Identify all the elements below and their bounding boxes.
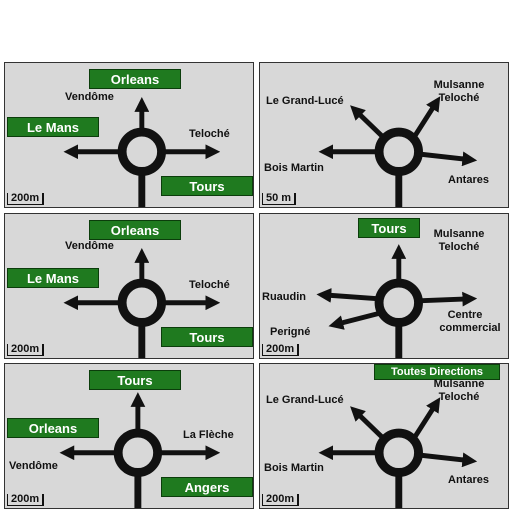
roundabout-diagram [63,248,221,358]
roundabout-panel-2: Mulsanne Teloché Le Grand-Lucé Bois Mart… [259,62,509,208]
destination-label-la-fleche: La Flèche [183,429,234,441]
scale-bar: 200m [7,344,45,356]
roundabout-diagram [63,97,221,207]
destination-label-vendome: Vendôme [65,91,114,103]
destination-label-centre: Centre [447,309,483,321]
destination-label-mulsanne: Mulsanne [433,228,485,240]
scale-bar: 200m [262,494,300,506]
direction-sign-orleans: Orleans [89,69,181,89]
destination-label-teloche: Teloché [438,391,480,403]
direction-sign-tours: Tours [161,327,253,347]
destination-label-perigne: Perigné [270,326,311,338]
destination-label-mulsanne: Mulsanne [433,378,485,390]
roundabout-diagram [316,244,478,358]
destination-label-mulsanne: Mulsanne [433,79,485,91]
direction-sign-orleans: Orleans [89,220,181,240]
scale-bar: 200m [7,494,45,506]
roundabout-panel-1: Orleans Le Mans Tours Vendôme Teloché 20… [4,62,254,208]
roundabout-panel-5: Tours Orleans Angers La Flèche Vendôme 2… [4,363,254,509]
scale-bar: 50 m [262,193,297,205]
destination-label-antares: Antares [448,474,489,486]
destination-label-le-grand-luce: Le Grand-Lucé [266,95,344,107]
roundabout-panel-6: Toutes Directions Mulsanne Teloché Le Gr… [259,363,509,509]
direction-sign-toutes-directions: Toutes Directions [374,364,500,380]
destination-label-commercial: commercial [439,322,501,334]
destination-label-ruaudin: Ruaudin [262,291,306,303]
destination-label-bois-martin: Bois Martin [264,162,324,174]
direction-sign-orleans: Orleans [7,418,99,438]
destination-label-teloche: Teloché [438,92,480,104]
destination-label-teloche: Teloché [438,241,480,253]
roundabout-panel-3: Orleans Le Mans Tours Vendôme Teloché 20… [4,213,254,359]
roundabout-diagram [318,96,478,207]
destination-label-le-grand-luce: Le Grand-Lucé [266,394,344,406]
roundabout-diagram [318,397,478,508]
scale-bar: 200m [262,344,300,356]
direction-sign-tours: Tours [161,176,253,196]
direction-sign-angers: Angers [161,477,253,497]
direction-sign-tours: Tours [358,218,420,238]
direction-sign-le-mans: Le Mans [7,117,99,137]
direction-sign-tours: Tours [89,370,181,390]
destination-label-bois-martin: Bois Martin [264,462,324,474]
destination-label-teloche: Teloché [189,279,230,291]
destination-label-vendome: Vendôme [9,460,58,472]
roundabout-diagram [59,392,221,508]
roundabout-panel-4: Tours Mulsanne Teloché Ruaudin Perigné C… [259,213,509,359]
direction-sign-le-mans: Le Mans [7,268,99,288]
destination-label-vendome: Vendôme [65,240,114,252]
destination-label-teloche: Teloché [189,128,230,140]
scale-bar: 200m [7,193,45,205]
destination-label-antares: Antares [448,174,489,186]
